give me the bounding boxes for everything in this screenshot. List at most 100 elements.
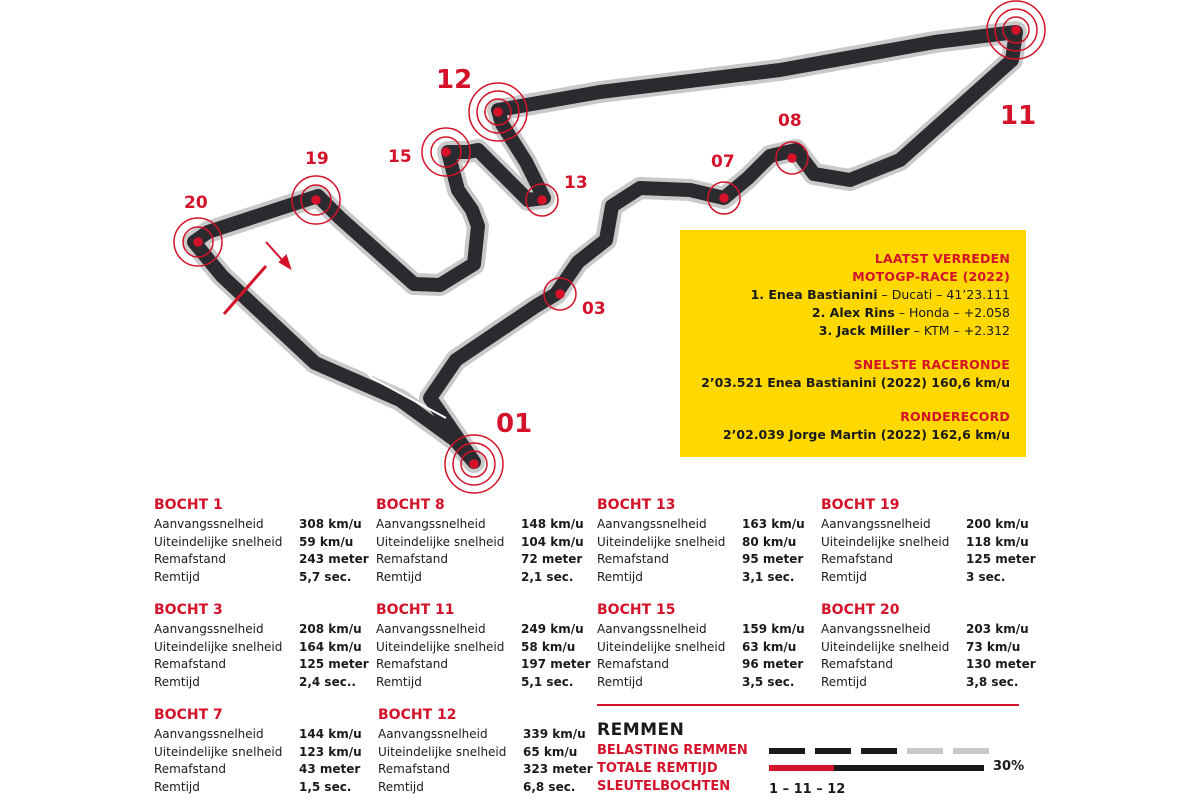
result-rider: 3. Jack Miller: [818, 323, 910, 338]
result-detail: – Honda – +2.058: [894, 305, 1010, 320]
row-value: 65 km/u: [523, 744, 578, 759]
turn-marker-01[interactable]: [444, 434, 504, 494]
row-value: 2,1 sec.: [521, 569, 574, 584]
turn-marker-19[interactable]: [291, 175, 341, 225]
bocht-title: BOCHT 15: [597, 602, 676, 618]
row-label: Remtijd: [376, 674, 422, 689]
bocht-title: BOCHT 12: [378, 707, 457, 723]
brake-load-segment: [907, 748, 943, 754]
row-label: Remafstand: [597, 657, 669, 671]
row-label: Aanvangssnelheid: [154, 622, 264, 636]
row-value: 197 meter: [521, 657, 591, 671]
brake-load-segment: [953, 748, 989, 754]
row-label: Aanvangssnelheid: [376, 622, 486, 636]
lap-record-heading: RONDERECORD: [900, 409, 1010, 424]
brakes-panel: REMMEN BELASTING REMMEN TOTALE REMTIJD S…: [597, 704, 1027, 800]
total-brake-time-fill: [769, 765, 834, 771]
row-value: 125 meter: [299, 657, 369, 671]
row-label: Remafstand: [376, 552, 448, 566]
row-value: 3,8 sec.: [966, 674, 1019, 689]
brake-load-segment: [769, 748, 805, 754]
turn-marker-15[interactable]: [421, 127, 471, 177]
bocht-title: BOCHT 7: [154, 707, 223, 723]
row-value: 80 km/u: [742, 534, 797, 549]
row-value: 159 km/u: [742, 622, 805, 636]
row-label: Aanvangssnelheid: [376, 517, 486, 531]
pit-lane: [221, 243, 447, 419]
bocht-title: BOCHT 3: [154, 602, 223, 618]
result-row: 2. Alex Rins – Honda – +2.058: [680, 304, 1010, 322]
row-value: 72 meter: [521, 552, 583, 566]
row-value: 144 km/u: [299, 727, 362, 741]
turn-marker-13[interactable]: [525, 183, 559, 217]
row-value: 3,1 sec.: [742, 569, 795, 584]
result-row: 1. Enea Bastianini – Ducati – 41’23.111: [680, 286, 1010, 304]
row-value: 73 km/u: [966, 639, 1021, 654]
bocht-title: BOCHT 11: [376, 602, 455, 618]
row-label: Aanvangssnelheid: [378, 727, 488, 741]
row-label: Aanvangssnelheid: [821, 517, 931, 531]
row-label: Uiteindelijke snelheid: [376, 534, 505, 549]
row-value: 1,5 sec.: [299, 779, 352, 794]
row-label: Remtijd: [597, 674, 643, 689]
row-value: 2,4 sec..: [299, 674, 356, 689]
row-label: Remafstand: [154, 552, 226, 566]
row-label: Remtijd: [154, 569, 200, 584]
row-value: 208 km/u: [299, 622, 362, 636]
row-label: Remtijd: [154, 674, 200, 689]
turn-label-19: 19: [305, 149, 329, 169]
row-value: 3,5 sec.: [742, 674, 795, 689]
brake-load-segment: [861, 748, 897, 754]
row-label: Uiteindelijke snelheid: [597, 639, 726, 654]
fastest-lap-value: 2’03.521 Enea Bastianini (2022) 160,6 km…: [701, 375, 1010, 390]
row-label: Uiteindelijke snelheid: [597, 534, 726, 549]
row-value: 130 meter: [966, 657, 1036, 671]
turn-label-20: 20: [184, 193, 208, 213]
row-label: Uiteindelijke snelheid: [154, 534, 283, 549]
turn-label-11: 11: [1000, 101, 1036, 131]
key-turns-value: 1 – 11 – 12: [769, 782, 846, 797]
turn-marker-12[interactable]: [468, 82, 528, 142]
row-label: Aanvangssnelheid: [821, 622, 931, 636]
bocht-title: BOCHT 13: [597, 497, 676, 513]
lap-record-value: 2’02.039 Jorge Martin (2022) 162,6 km/u: [722, 427, 1010, 442]
row-value: 118 km/u: [966, 534, 1029, 549]
row-label: Uiteindelijke snelheid: [376, 639, 505, 654]
start-finish-line: [222, 265, 268, 315]
row-value: 59 km/u: [299, 534, 354, 549]
total-brake-time-bar: [769, 765, 984, 771]
turn-label-03: 03: [582, 299, 606, 319]
result-detail: – KTM – +2.312: [909, 323, 1010, 338]
divider: [597, 704, 1019, 706]
turn-label-13: 13: [564, 173, 588, 193]
turn-label-15: 15: [388, 147, 412, 167]
bocht-title: BOCHT 8: [376, 497, 445, 513]
turn-label-01: 01: [496, 409, 532, 439]
turn-marker-11[interactable]: [986, 0, 1046, 60]
row-value: 96 meter: [742, 657, 804, 671]
row-value: 3 sec.: [966, 569, 1006, 584]
row-value: 104 km/u: [521, 534, 584, 549]
row-value: 125 meter: [966, 552, 1036, 566]
direction-arrow: [265, 241, 292, 271]
key-turns-label: SLEUTELBOCHTEN: [597, 779, 731, 794]
brakes-title: REMMEN: [597, 720, 685, 740]
track-map: 01 03 07 08 11 12 13 15 19 20: [173, 0, 1046, 494]
row-value: 5,1 sec.: [521, 674, 574, 689]
turn-marker-08[interactable]: [775, 141, 809, 175]
row-label: Remtijd: [821, 569, 867, 584]
turn-marker-07[interactable]: [707, 181, 741, 215]
row-value: 95 meter: [742, 552, 804, 566]
row-label: Remafstand: [378, 762, 450, 776]
turn-marker-20[interactable]: [173, 217, 223, 267]
row-label: Remafstand: [821, 657, 893, 671]
row-label: Remafstand: [597, 552, 669, 566]
turn-marker-03[interactable]: [543, 277, 577, 311]
row-label: Remafstand: [821, 552, 893, 566]
row-label: Remtijd: [378, 779, 424, 794]
